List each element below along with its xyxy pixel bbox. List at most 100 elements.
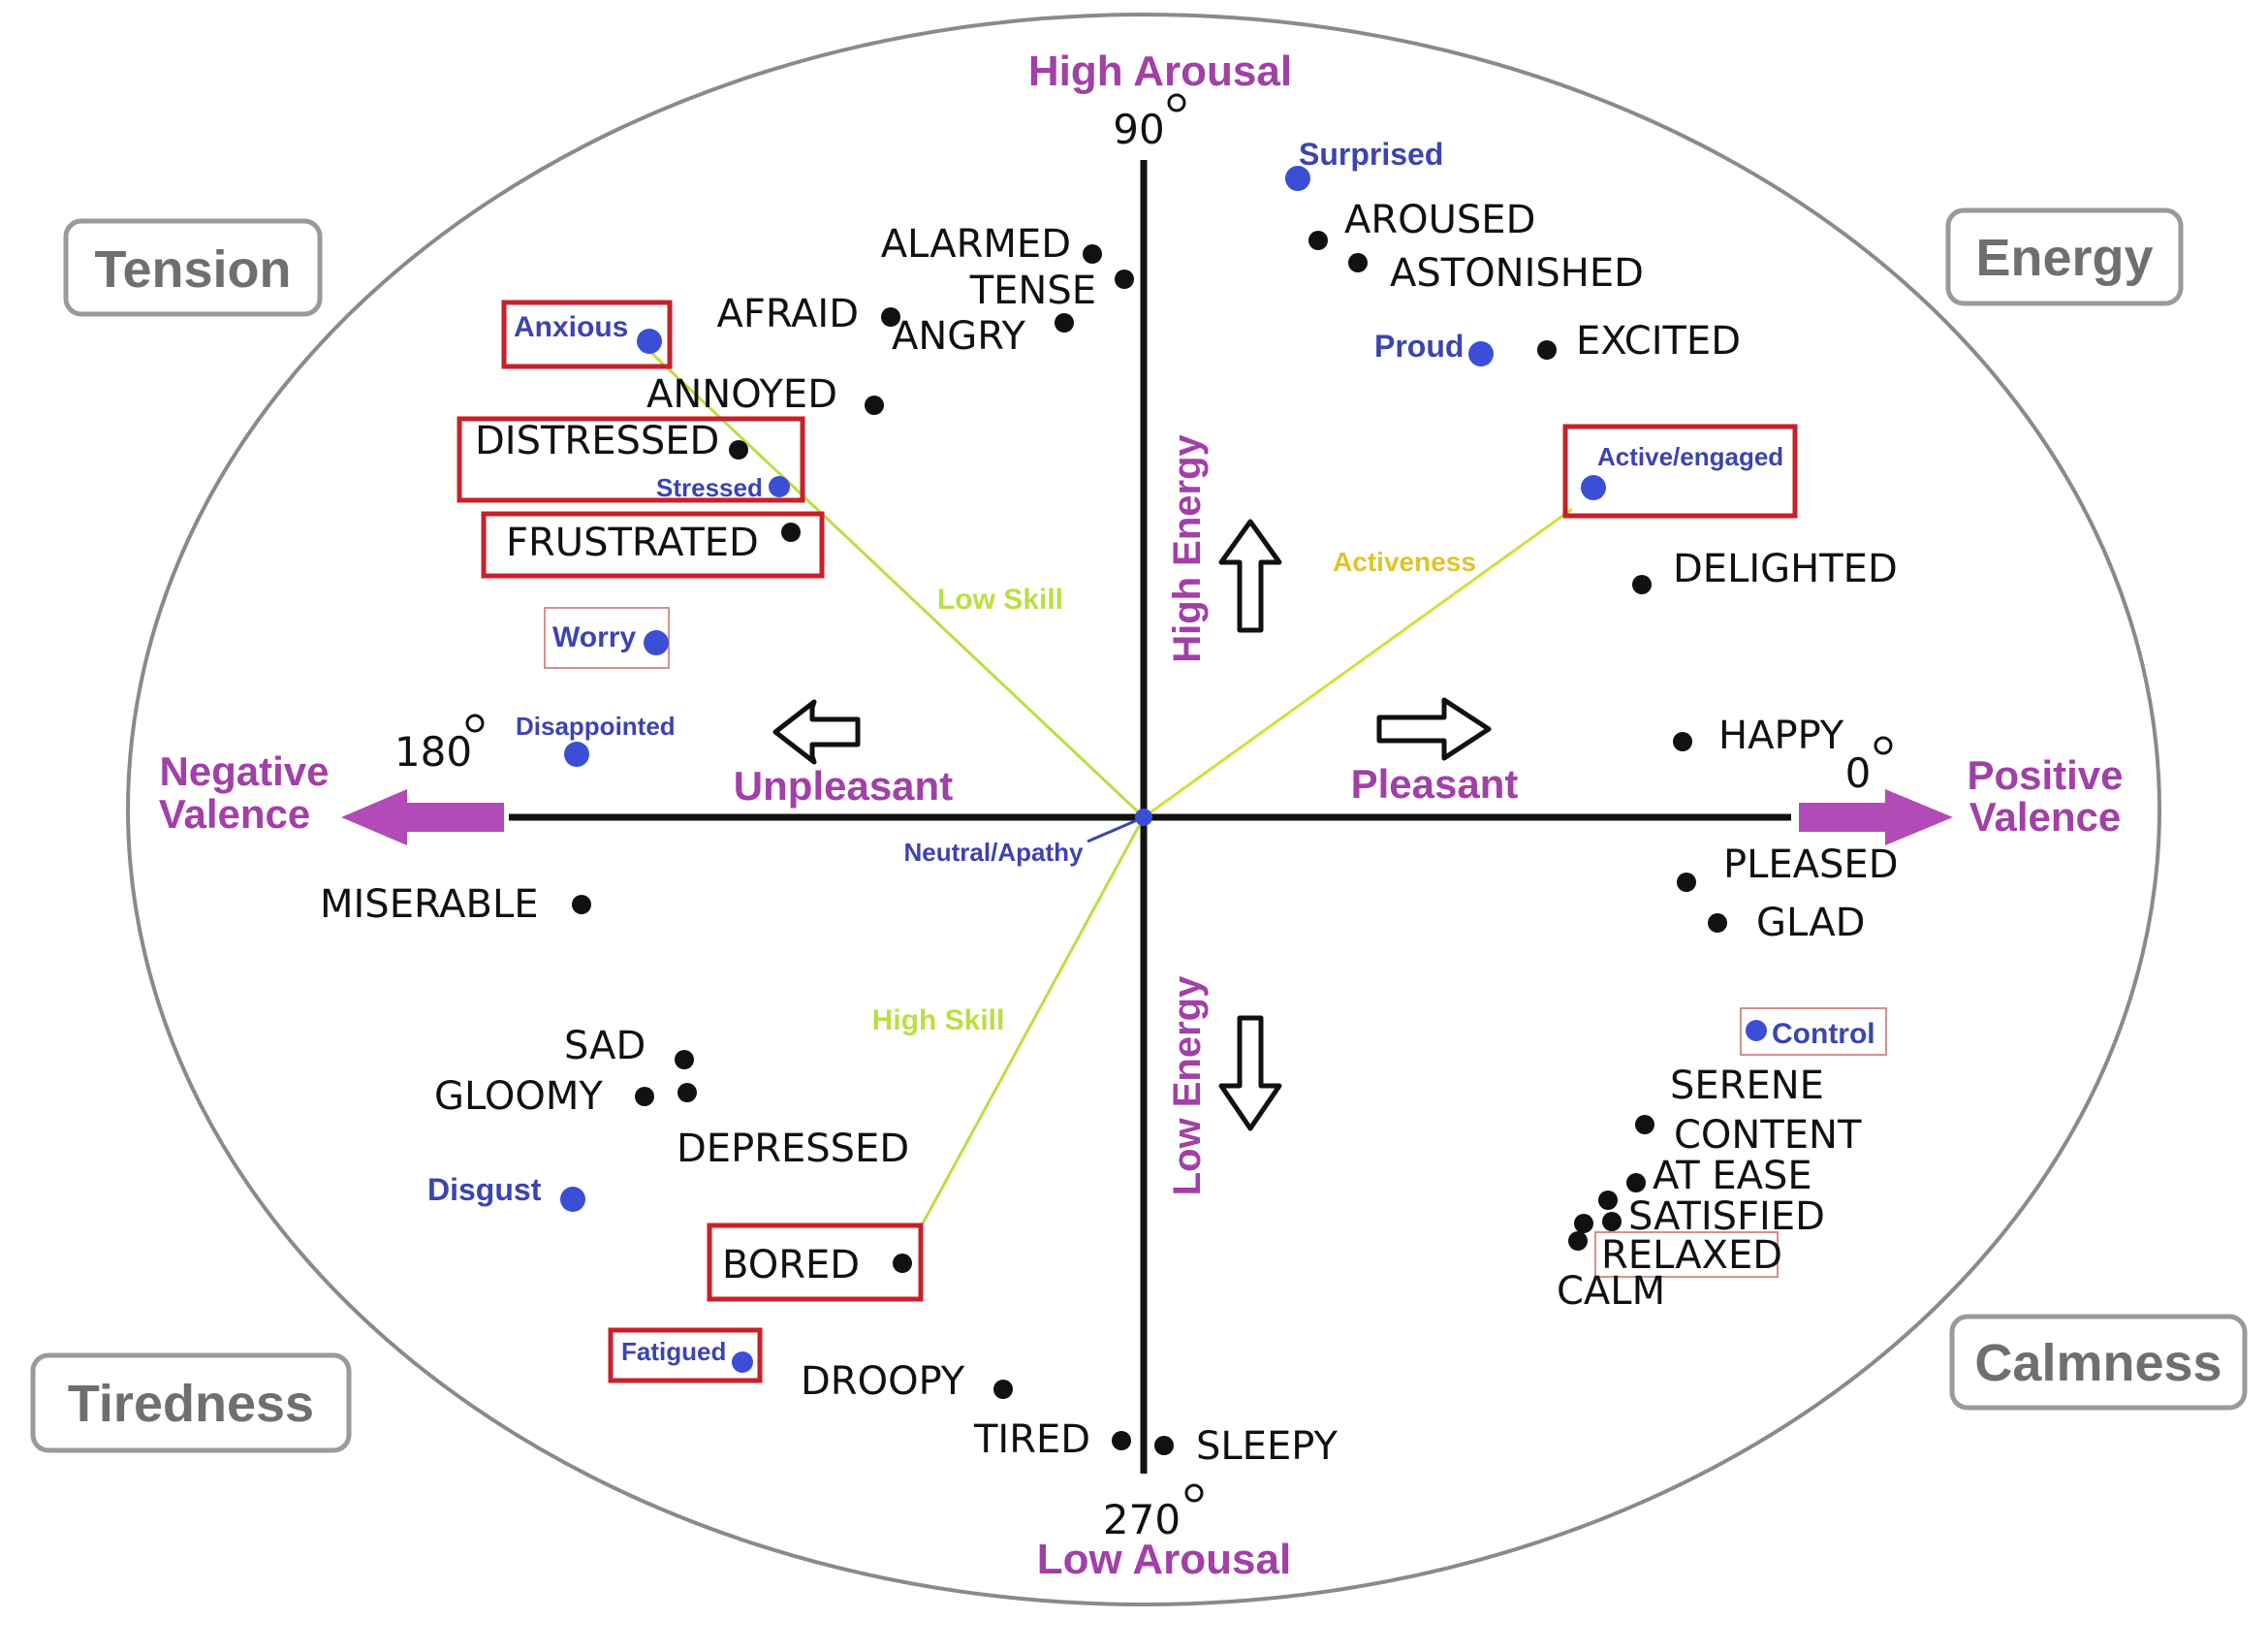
tiredness-box bbox=[30, 1352, 352, 1453]
emotion-labels: ALARMED TENSE AFRAID ANGRY ANNOYED DISTR… bbox=[320, 198, 1899, 1469]
emotion-annoyed: ANNOYED bbox=[646, 372, 837, 417]
emotion-bored: BORED bbox=[722, 1243, 860, 1287]
distressed-highlight bbox=[457, 416, 805, 503]
neutral-apathy-label: Neutral/Apathy bbox=[904, 838, 1084, 867]
emotion-frustrated: FRUSTRATED bbox=[506, 521, 759, 565]
emotion-satisfied: SATISFIED bbox=[1628, 1194, 1825, 1239]
high-energy-label: High Energy bbox=[1166, 433, 1209, 662]
marker-disappointed bbox=[564, 742, 589, 767]
emotion-tense: TENSE bbox=[969, 269, 1096, 313]
degree-0: 0 bbox=[1845, 749, 1872, 797]
dot-depressed bbox=[677, 1083, 697, 1102]
marker-worry bbox=[644, 630, 669, 655]
marker-label-disappointed: Disappointed bbox=[516, 712, 676, 741]
marker-label-worry: Worry bbox=[552, 621, 636, 653]
marker-stressed bbox=[769, 476, 790, 497]
low-energy-label: Low Energy bbox=[1166, 975, 1209, 1195]
tension-box bbox=[63, 218, 323, 317]
dot-miserable bbox=[572, 895, 591, 914]
negative-valence-label-1: Negative bbox=[159, 748, 329, 794]
up-arrow-icon bbox=[1218, 519, 1282, 633]
activeness-line bbox=[1143, 507, 1573, 819]
marker-label-fatigued: Fatigued bbox=[621, 1337, 726, 1366]
emotion-content: CONTENT bbox=[1674, 1113, 1862, 1158]
control-highlight bbox=[1740, 1007, 1887, 1056]
bored-highlight bbox=[707, 1223, 924, 1302]
emotion-excited: EXCITED bbox=[1576, 319, 1741, 364]
dot-bored bbox=[893, 1254, 912, 1273]
energy-label: Energy bbox=[1975, 229, 2153, 287]
neutral-pointer-line bbox=[1087, 815, 1145, 843]
dot-relaxed bbox=[1574, 1214, 1593, 1233]
dot-afraid bbox=[881, 307, 900, 327]
dot-content bbox=[1635, 1115, 1654, 1134]
high-skill-line bbox=[921, 816, 1146, 1224]
emotion-depressed: DEPRESSED bbox=[677, 1127, 909, 1171]
emotion-miserable: MISERABLE bbox=[320, 882, 539, 927]
degree-90: 90 bbox=[1113, 106, 1164, 153]
center-marker bbox=[1135, 809, 1152, 826]
marker-disgust bbox=[560, 1187, 585, 1212]
emotion-afraid: AFRAID bbox=[716, 292, 859, 336]
emotion-alarmed: ALARMED bbox=[881, 222, 1071, 267]
degree-270-symbol bbox=[1184, 1483, 1204, 1503]
calmness-label: Calmness bbox=[1974, 1334, 2221, 1392]
low-skill-line bbox=[647, 349, 1146, 819]
low-skill-label: Low Skill bbox=[937, 584, 1063, 616]
dot-distressed bbox=[729, 440, 748, 460]
active-engaged-highlight bbox=[1562, 424, 1798, 519]
emotion-serene: SERENE bbox=[1670, 1064, 1824, 1108]
relaxed-highlight bbox=[1594, 1231, 1779, 1278]
dot-satisfied-1 bbox=[1598, 1191, 1618, 1210]
degree-90-symbol bbox=[1167, 93, 1186, 112]
dot-pleased bbox=[1677, 873, 1696, 892]
degree-180: 180 bbox=[394, 728, 472, 776]
high-arousal-label: High Arousal bbox=[1028, 48, 1292, 95]
dot-satisfied-2 bbox=[1602, 1212, 1622, 1231]
dot-tired bbox=[1112, 1431, 1131, 1450]
tension-label: Tension bbox=[94, 240, 291, 299]
emotion-relaxed: RELAXED bbox=[1601, 1233, 1782, 1278]
dot-excited bbox=[1537, 340, 1557, 360]
frustrated-highlight bbox=[481, 511, 825, 579]
pleasant-label: Pleasant bbox=[1351, 761, 1519, 807]
marker-surprised bbox=[1285, 166, 1310, 191]
marker-control bbox=[1746, 1020, 1767, 1041]
emotion-delighted: DELIGHTED bbox=[1673, 547, 1898, 591]
outer-ellipse bbox=[126, 13, 2161, 1606]
emotion-calm: CALM bbox=[1557, 1269, 1665, 1314]
dot-gloomy bbox=[635, 1087, 654, 1106]
worry-highlight bbox=[544, 607, 670, 669]
anxious-highlight bbox=[501, 300, 673, 369]
unpleasant-label: Unpleasant bbox=[734, 763, 953, 809]
emotion-sleepy: SLEEPY bbox=[1196, 1424, 1338, 1469]
marker-anxious bbox=[637, 329, 662, 354]
emotion-pleased: PLEASED bbox=[1723, 842, 1899, 887]
dot-annoyed bbox=[865, 396, 884, 415]
degree-180-symbol bbox=[465, 714, 485, 733]
tiredness-label: Tiredness bbox=[68, 1375, 314, 1433]
emotion-tired: TIRED bbox=[973, 1417, 1090, 1462]
dot-sad bbox=[675, 1050, 694, 1069]
emotion-dots bbox=[572, 231, 1727, 1455]
dot-sleepy bbox=[1154, 1436, 1174, 1455]
emotion-at-ease: AT EASE bbox=[1653, 1154, 1812, 1198]
activeness-label: Activeness bbox=[1333, 547, 1476, 577]
marker-label-disgust: Disgust bbox=[427, 1172, 542, 1207]
low-arousal-label: Low Arousal bbox=[1037, 1536, 1291, 1583]
positive-valence-label-2: Valence bbox=[1969, 794, 2121, 840]
marker-label-anxious: Anxious bbox=[514, 311, 628, 343]
positive-valence-arrow bbox=[1799, 789, 1953, 845]
left-arrow-icon bbox=[772, 699, 861, 765]
calmness-box bbox=[1949, 1314, 2248, 1411]
marker-label-surprised: Surprised bbox=[1299, 137, 1443, 172]
emotion-happy: HAPPY bbox=[1718, 714, 1844, 758]
marker-labels: Surprised Proud Active/engaged Anxious S… bbox=[427, 137, 1875, 1366]
energy-box bbox=[1945, 207, 2184, 306]
marker-proud bbox=[1468, 341, 1494, 366]
negative-valence-arrow bbox=[341, 789, 504, 845]
marker-label-control: Control bbox=[1772, 1018, 1875, 1050]
dot-droopy bbox=[993, 1380, 1013, 1399]
